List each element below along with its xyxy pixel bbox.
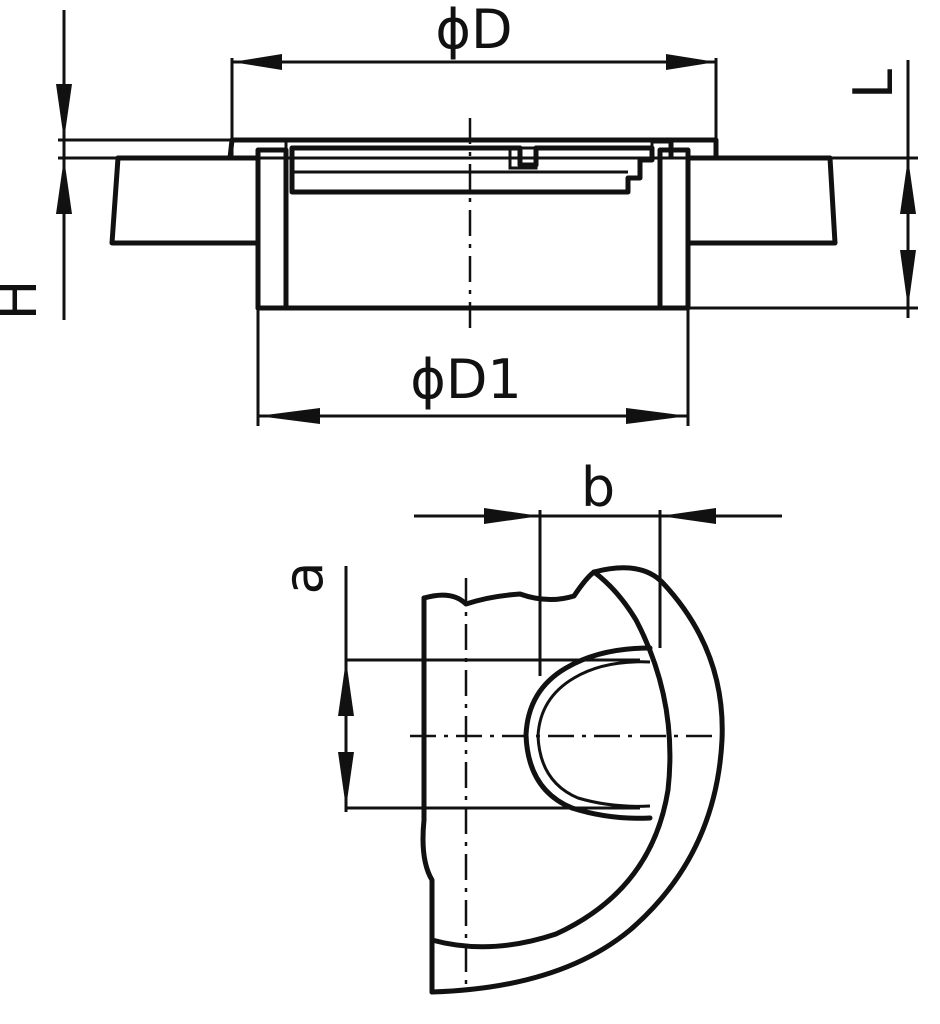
cover-lid [289,145,655,195]
floor-slab-left [109,155,261,246]
dim-a-label: a [272,561,335,594]
frame-arc-outer [429,565,725,995]
dim-b-label: b [581,456,615,519]
sleeve-wall-left [255,147,289,311]
dim-L-label: L [842,69,905,99]
sleeve-wall-right [657,147,691,311]
floor-slab-right [685,155,838,246]
frame-arc-inner [429,569,673,950]
section-view [58,118,918,330]
dim-D1-label: ϕD1 [410,348,522,411]
dimension-L: L [688,60,918,318]
detail-view [410,565,730,995]
dimension-D: ϕD [230,0,718,140]
dim-D-label: ϕD [435,0,512,61]
dimension-H: H [0,10,72,320]
dimension-b: b [414,456,782,676]
break-line-top [421,569,597,607]
lift-slot [523,645,653,821]
dimension-D1: ϕD1 [256,308,690,426]
dimension-a: a [272,561,640,812]
dim-H-label: H [0,280,49,321]
cover-edge-left [420,595,435,995]
lift-slot-inner [536,660,651,808]
